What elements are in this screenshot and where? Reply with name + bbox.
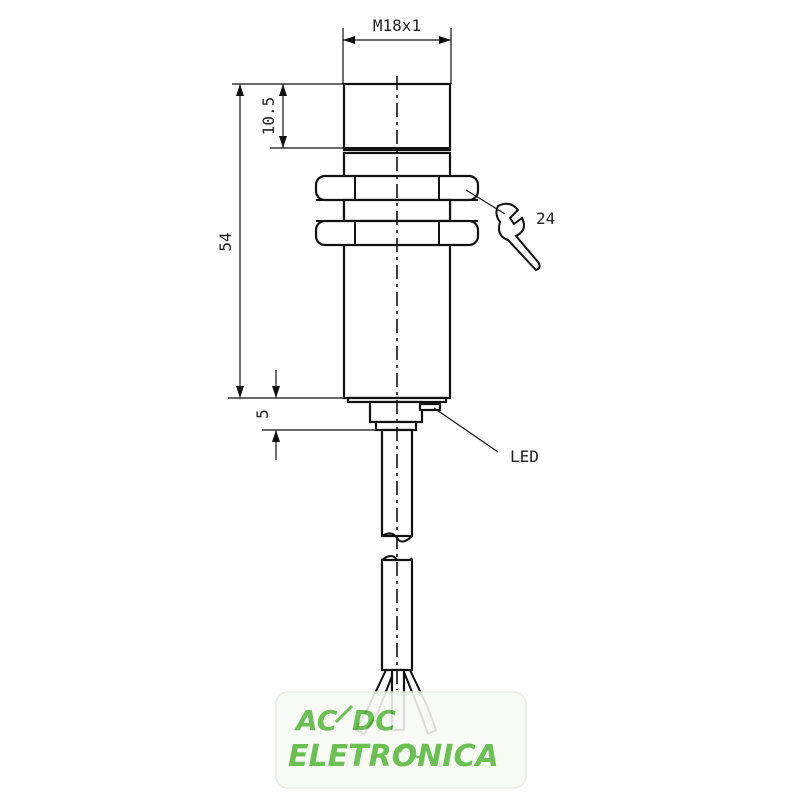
led-label: LED [510, 447, 539, 466]
thread-size-label: M18x1 [373, 16, 421, 35]
top-length-dimension: 10.5 [232, 83, 344, 149]
cable-gland [368, 400, 442, 432]
thread-dimension: M18x1 [342, 16, 452, 84]
wrench-size-label: 24 [536, 209, 555, 228]
body-length-label: 54 [216, 232, 235, 251]
body-length-dimension: 54 [216, 84, 348, 399]
top-length-label: 10.5 [259, 97, 278, 136]
brand-logo: AC DC ELETRONICA [275, 691, 527, 789]
logo-dc-text: DC [352, 704, 396, 737]
logo-sine-icon [399, 746, 425, 758]
logo-ac-text: AC [294, 704, 338, 737]
logo-eletronica-text: ELETRONICA [288, 739, 499, 774]
bottom-length-dimension: 5 [253, 370, 376, 460]
bottom-length-label: 5 [253, 409, 272, 419]
led-callout: LED [433, 407, 539, 466]
wrench-icon: 24 [465, 189, 555, 272]
lower-nut [314, 219, 480, 247]
